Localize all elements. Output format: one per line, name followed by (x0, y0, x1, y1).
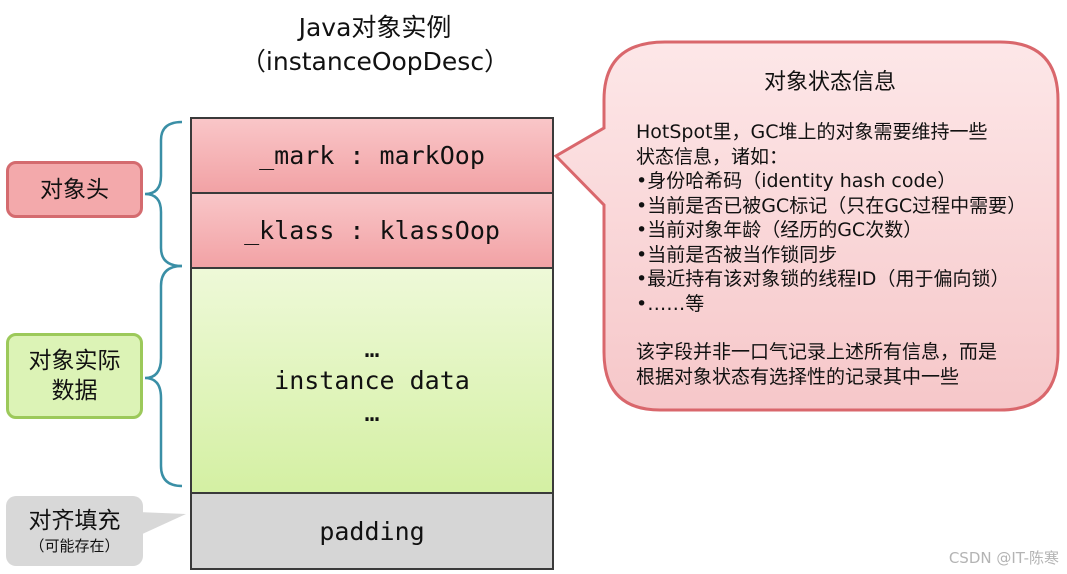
instance-data-label-line2: 数据 (51, 378, 98, 404)
header-bracket (144, 120, 183, 268)
bubble-line: •最近持有该对象锁的线程ID（用于偏向锁） (636, 268, 1010, 290)
bubble-title: 对象状态信息 (763, 70, 896, 95)
bubble-spacer (636, 316, 1046, 340)
watermark: CSDN @IT-陈寒 (948, 549, 1059, 567)
bubble-body: HotSpot里，GC堆上的对象需要维持一些 状态信息，诸如： •身份哈希码（i… (636, 120, 1046, 389)
padding-label-pointer (138, 512, 186, 536)
diagram-title: Java对象实例 (298, 13, 452, 42)
object-header-label-text: 对象头 (40, 176, 109, 203)
bubble-line: HotSpot里，GC堆上的对象需要维持一些 (636, 121, 988, 143)
instance-data-label: instance data (274, 365, 470, 395)
bubble-footer-line: 该字段并非一口气记录上述所有信息，而是 (636, 341, 998, 363)
bubble-line: •当前是否被当作锁同步 (636, 243, 838, 266)
instance-data-label-line1: 对象实际 (28, 348, 121, 374)
instance-data-cell: … instance data … (190, 267, 554, 494)
klass-field-cell: _klass : klassOop (190, 192, 554, 269)
padding-label-box: 对齐填充 （可能存在） (6, 496, 143, 566)
ellipsis-bottom: … (364, 397, 380, 427)
padding-cell: padding (190, 492, 554, 570)
data-bracket (144, 264, 183, 488)
bubble-line: •当前对象年龄（经历的GC次数） (636, 219, 923, 241)
ellipsis-top: … (364, 333, 380, 363)
object-header-label: 对象头 (6, 161, 143, 218)
padding-label-title: 对齐填充 (28, 508, 121, 534)
padding-label-sub: （可能存在） (29, 537, 120, 555)
speech-bubble (553, 40, 1060, 412)
bubble-line: 状态信息，诸如： (636, 145, 789, 168)
diagram-subtitle: （instanceOopDesc） (240, 47, 510, 76)
bubble-line: •身份哈希码（identity hash code） (636, 170, 957, 192)
mark-field-cell: _mark : markOop (190, 117, 554, 194)
bubble-footer-line: 根据对象状态有选择性的记录其中一些 (636, 365, 960, 388)
bubble-line: •……等 (636, 292, 705, 315)
instance-data-label-box: 对象实际 数据 (6, 333, 143, 419)
bubble-line: •当前是否已被GC标记（只在GC过程中需要） (636, 194, 1027, 217)
